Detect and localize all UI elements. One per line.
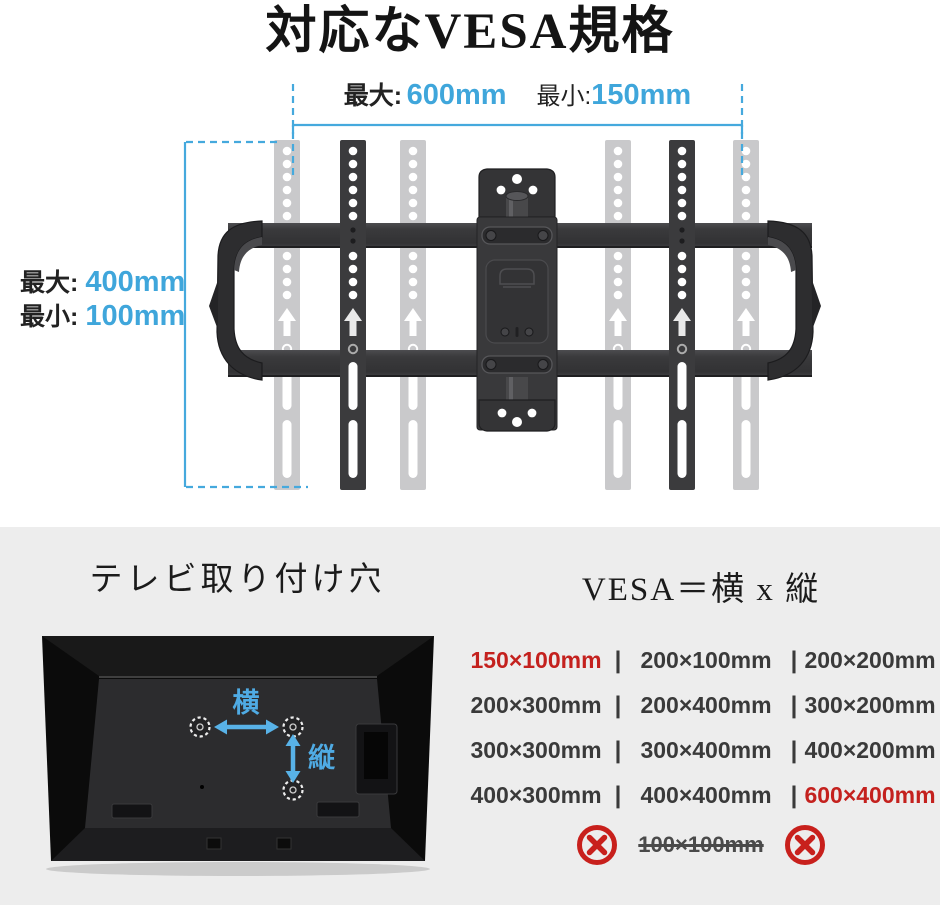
width-min-label: 最小: bbox=[536, 83, 592, 110]
vesa-size: 300×300mm bbox=[470, 737, 602, 763]
separator: | bbox=[614, 781, 622, 809]
vesa-size-table: 150×100mm | 200×100mm | 200×200mm 200×30… bbox=[462, 638, 940, 818]
unsupported-size: 100×100mm bbox=[638, 832, 764, 857]
wall-plate-assembly bbox=[476, 168, 558, 432]
separator: | bbox=[790, 691, 798, 719]
measurement-lines bbox=[183, 84, 744, 489]
cross-icon bbox=[577, 825, 618, 865]
width-measurement-labels: 最大: 600mm 最小: 150mm bbox=[95, 76, 940, 112]
height-measurement-labels: 最大: 400mm 最小: 100mm bbox=[20, 266, 185, 334]
vesa-size: 400×400mm bbox=[640, 782, 772, 808]
separator: | bbox=[790, 781, 798, 809]
tv-body bbox=[42, 636, 434, 861]
width-max-value: 600mm bbox=[406, 79, 507, 111]
table-row: 300×300mm | 300×400mm | 400×200mm bbox=[462, 728, 940, 773]
vesa-size: 400×300mm bbox=[470, 782, 602, 808]
vesa-size: 200×100mm bbox=[640, 647, 772, 673]
vesa-formula-header: VESA＝横 x 縦 bbox=[581, 572, 821, 608]
horizontal-label: 横 bbox=[233, 688, 260, 718]
width-min-value: 150mm bbox=[591, 79, 692, 111]
vesa-size: 200×200mm bbox=[804, 647, 936, 673]
cross-icon bbox=[784, 825, 825, 865]
height-max-label: 最大: bbox=[20, 269, 79, 297]
separator: | bbox=[614, 691, 622, 719]
page-title: 対応なVESA規格 bbox=[265, 4, 675, 60]
vesa-size: 150×100mm bbox=[470, 647, 602, 673]
table-row: 200×300mm | 200×400mm | 300×200mm bbox=[462, 683, 940, 728]
vesa-size: 300×400mm bbox=[640, 737, 772, 763]
vertical-label: 縦 bbox=[308, 743, 336, 773]
table-row: 150×100mm | 200×100mm | 200×200mm bbox=[462, 638, 940, 683]
vesa-size: 600×400mm bbox=[804, 782, 936, 808]
tv-holes-header: テレビ取り付け穴 bbox=[89, 562, 386, 598]
separator: | bbox=[614, 646, 622, 674]
mounting-holes bbox=[189, 716, 304, 801]
tv-shadow bbox=[46, 862, 430, 876]
separator: | bbox=[790, 736, 798, 764]
vesa-size: 400×200mm bbox=[804, 737, 936, 763]
table-row: 400×300mm | 400×400mm | 600×400mm bbox=[462, 773, 940, 818]
height-min-label: 最小: bbox=[20, 303, 79, 331]
vertical-arrow-icon bbox=[285, 734, 301, 783]
height-max-value: 400mm bbox=[85, 266, 186, 298]
vesa-size: 300×200mm bbox=[804, 692, 936, 718]
tv-back-illustration: 横 縦 bbox=[42, 636, 434, 876]
separator: | bbox=[790, 646, 798, 674]
horizontal-arrow-icon bbox=[214, 719, 279, 735]
width-max-label: 最大: bbox=[343, 82, 403, 110]
separator: | bbox=[614, 736, 622, 764]
wall-mount-diagram bbox=[183, 84, 822, 491]
height-min-value: 100mm bbox=[85, 300, 186, 332]
unsupported-size-row: 100×100mm bbox=[462, 822, 940, 868]
vesa-size: 200×400mm bbox=[640, 692, 772, 718]
vesa-size: 200×300mm bbox=[470, 692, 602, 718]
